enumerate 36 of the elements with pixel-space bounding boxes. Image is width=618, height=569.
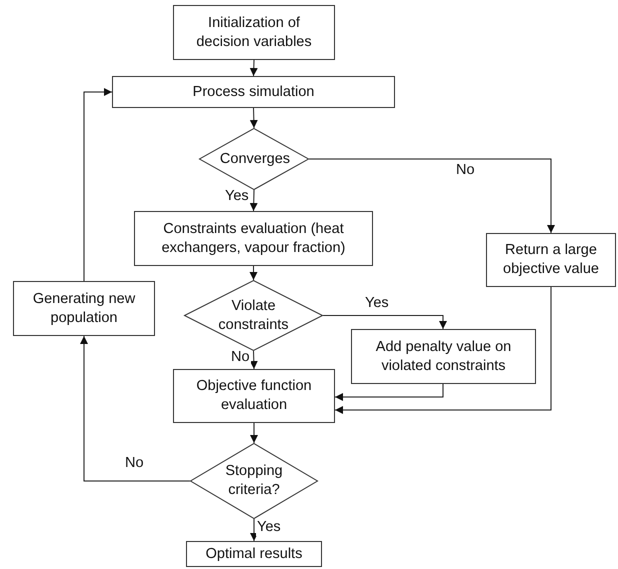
arrow	[322, 315, 447, 330]
node-text: Violate constraints	[217, 296, 290, 334]
arrow	[250, 266, 258, 280]
arrow	[84, 88, 112, 282]
process-box	[13, 281, 155, 336]
arrow	[80, 336, 190, 482]
arrow	[250, 518, 258, 542]
arrow	[250, 190, 258, 212]
arrow	[250, 422, 258, 444]
decision-diamond	[199, 128, 309, 190]
node-text: Initialization of decision variables	[195, 14, 313, 52]
arrow	[250, 350, 258, 370]
process-box	[173, 369, 335, 423]
process-box	[486, 233, 616, 287]
process-box	[186, 541, 322, 567]
process-box	[134, 211, 373, 266]
arrow	[250, 108, 258, 128]
process-box	[112, 76, 395, 108]
arrow	[250, 60, 258, 76]
node-text: Objective function evaluation	[195, 377, 313, 415]
node-text: Stopping criteria?	[224, 462, 284, 500]
node-text: Process simulation	[192, 82, 314, 102]
arrow	[308, 158, 555, 234]
process-box	[351, 329, 536, 384]
arrow	[334, 384, 444, 401]
process-box	[173, 5, 335, 60]
node-text: Generating new population	[32, 290, 136, 328]
decision-diamond	[184, 280, 323, 351]
node-text: Constraints evaluation (heat exchangers, vapour fraction)	[160, 220, 346, 258]
node-text: Optimal results	[206, 544, 302, 564]
edge-label: Yes	[256, 520, 282, 536]
node-text: Return a large objective value	[502, 241, 600, 279]
node-text: Converges	[220, 150, 288, 168]
arrow	[334, 286, 552, 414]
decision-diamond	[190, 443, 318, 519]
node-text: Add penalty value on violated constraints	[374, 338, 512, 376]
